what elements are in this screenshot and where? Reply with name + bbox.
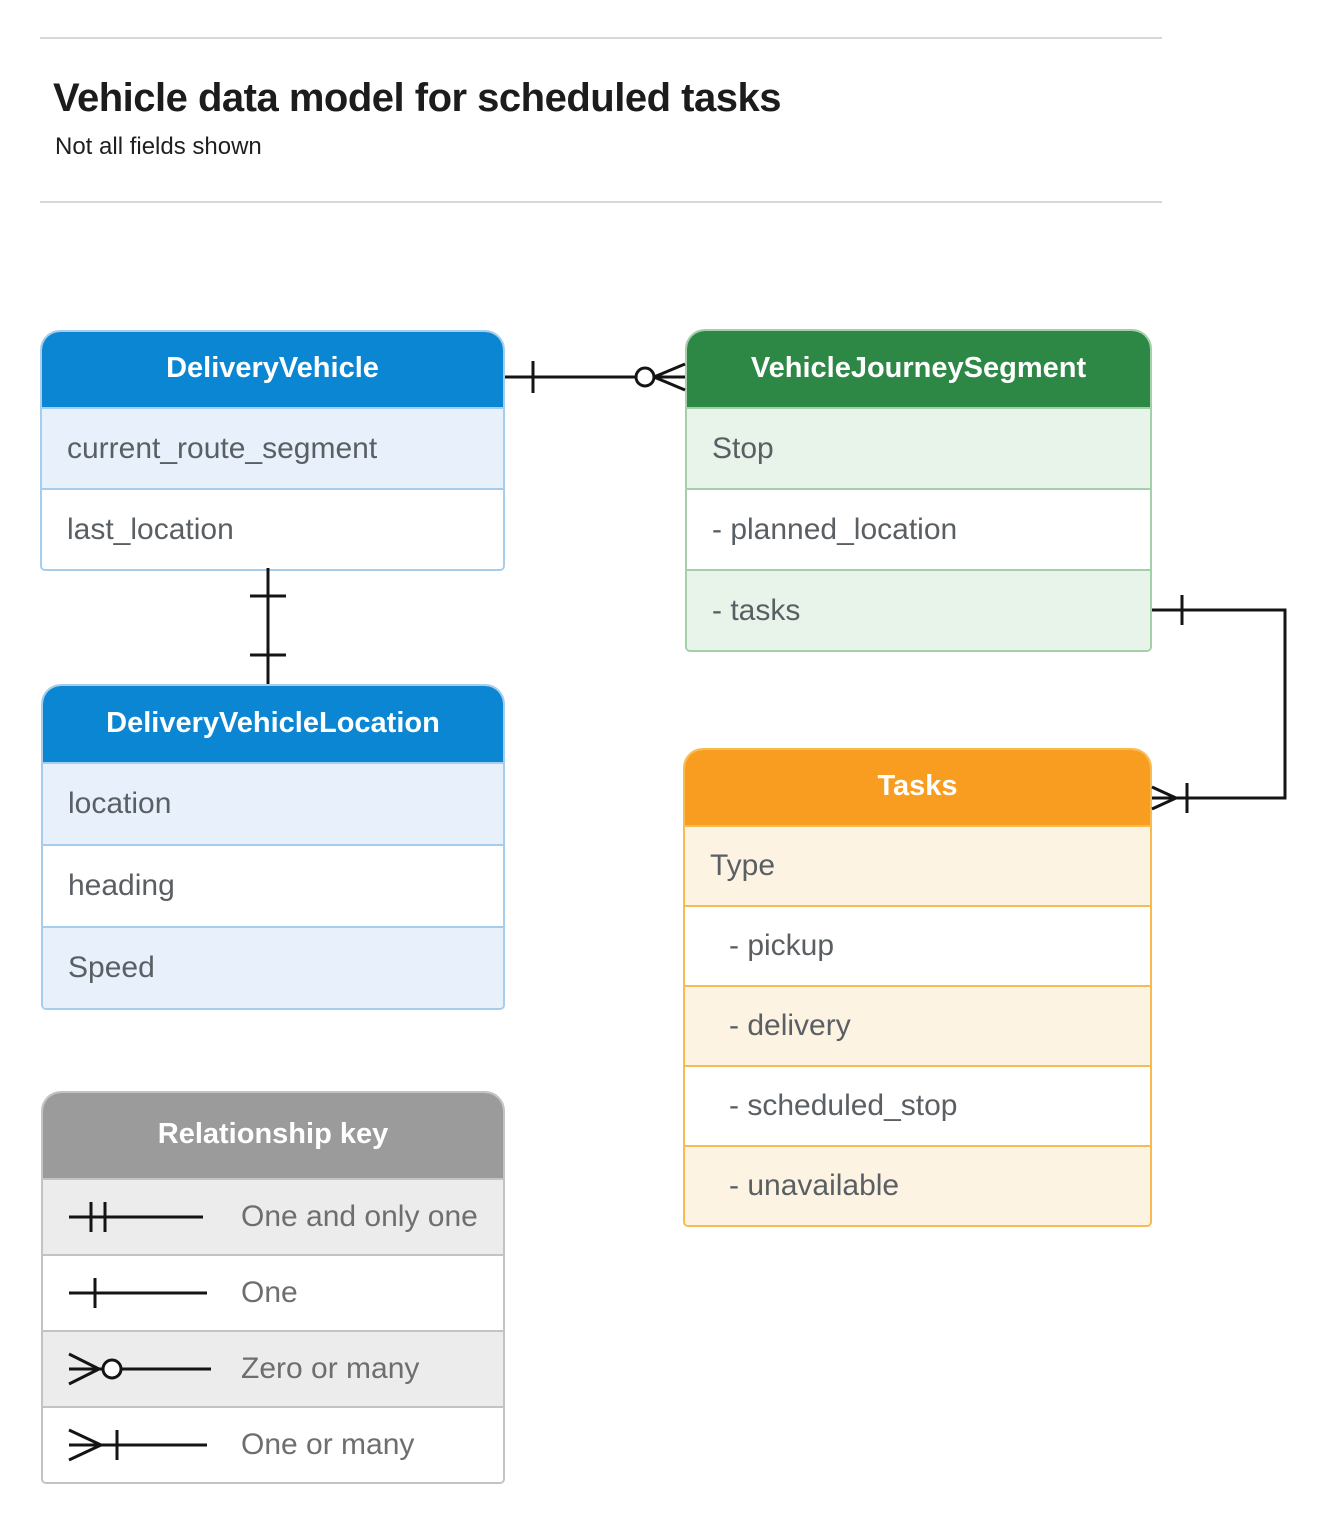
legend-item-one: One	[43, 1254, 503, 1330]
relationship-key-header: Relationship key	[43, 1093, 503, 1178]
field-current-route-segment: current_route_segment	[42, 407, 503, 488]
entity-tasks: Tasks Type - pickup - delivery - schedul…	[683, 748, 1152, 1227]
entity-header-tasks: Tasks	[685, 750, 1150, 825]
one-symbol-icon	[65, 1271, 215, 1315]
entity-header-vehicle-journey-segment: VehicleJourneySegment	[687, 331, 1150, 407]
field-heading: heading	[43, 844, 503, 926]
field-location: location	[43, 762, 503, 844]
entity-header-delivery-vehicle: DeliveryVehicle	[42, 332, 503, 407]
legend-label: One or many	[241, 1428, 415, 1461]
one-and-only-one-symbol-icon	[65, 1195, 215, 1239]
header-divider	[40, 201, 1162, 203]
field-last-location: last_location	[42, 488, 503, 569]
page-subtitle: Not all fields shown	[55, 133, 262, 160]
entity-delivery-vehicle: DeliveryVehicle current_route_segment la…	[40, 330, 505, 571]
field-pickup: - pickup	[685, 905, 1150, 985]
connector-deliveryvehicle-deliveryvehiclelocation	[250, 568, 286, 684]
field-delivery: - delivery	[685, 985, 1150, 1065]
zero-or-many-symbol-icon	[65, 1347, 215, 1391]
legend-item-one-or-many: One or many	[43, 1406, 503, 1482]
field-stop: Stop	[687, 407, 1150, 488]
entity-delivery-vehicle-location: DeliveryVehicleLocation location heading…	[41, 684, 505, 1010]
entity-vehicle-journey-segment: VehicleJourneySegment Stop - planned_loc…	[685, 329, 1152, 652]
field-unavailable: - unavailable	[685, 1145, 1150, 1225]
field-planned-location: - planned_location	[687, 488, 1150, 569]
field-scheduled-stop: - scheduled_stop	[685, 1065, 1150, 1145]
page-title: Vehicle data model for scheduled tasks	[53, 76, 781, 120]
field-type: Type	[685, 825, 1150, 905]
legend-label: One	[241, 1276, 298, 1309]
entity-header-delivery-vehicle-location: DeliveryVehicleLocation	[43, 686, 503, 762]
one-or-many-symbol-icon	[65, 1423, 215, 1467]
connector-vehiclejourneysegment-tasks	[1151, 595, 1287, 813]
legend-label: Zero or many	[241, 1352, 420, 1385]
connector-deliveryvehicle-vehiclejourneysegment	[505, 361, 686, 393]
field-speed: Speed	[43, 926, 503, 1008]
legend-item-one-and-only-one: One and only one	[43, 1178, 503, 1254]
relationship-key: Relationship key One and only one One	[41, 1091, 505, 1484]
legend-item-zero-or-many: Zero or many	[43, 1330, 503, 1406]
field-tasks: - tasks	[687, 569, 1150, 650]
top-divider	[40, 37, 1162, 39]
legend-label: One and only one	[241, 1200, 478, 1233]
